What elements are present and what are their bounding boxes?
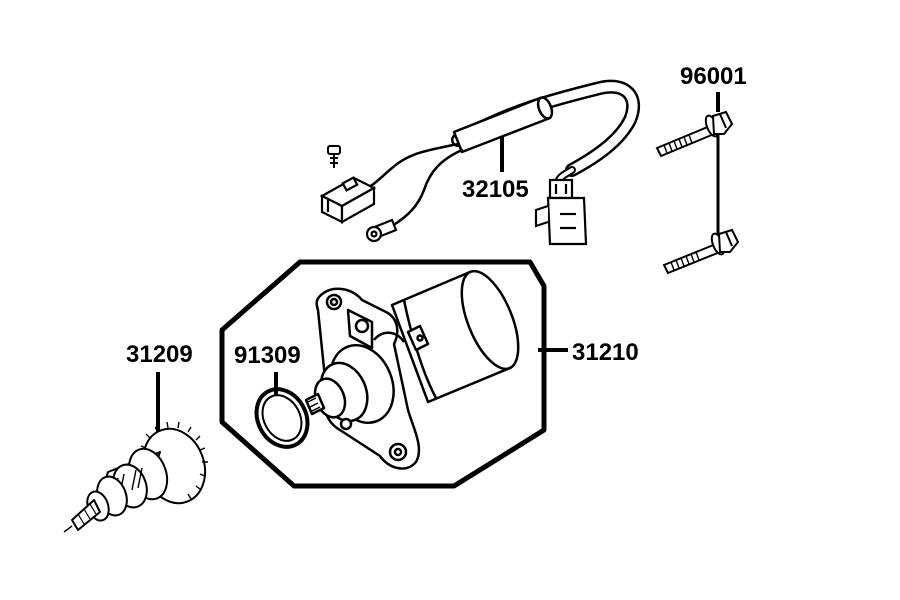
- harness-connector-left: [319, 176, 377, 224]
- part-number-91309: 91309: [234, 342, 301, 369]
- part-number-31209: 31209: [126, 341, 193, 368]
- o-ring: [254, 387, 310, 449]
- flange-bolt-lower: [662, 228, 740, 275]
- starter-assembly-frame: [219, 259, 547, 489]
- harness-connector-right: [534, 178, 588, 246]
- ring-terminal: [365, 218, 398, 243]
- starter-motor: [304, 269, 520, 470]
- starter-drive-gear: [63, 421, 208, 533]
- wire-harness: [360, 79, 641, 228]
- harness-screw: [327, 145, 341, 168]
- part-number-96001: 96001: [680, 63, 747, 90]
- part-number-31210: 31210: [572, 339, 639, 366]
- part-number-32105: 32105: [462, 176, 529, 203]
- flange-bolt-upper: [655, 110, 734, 158]
